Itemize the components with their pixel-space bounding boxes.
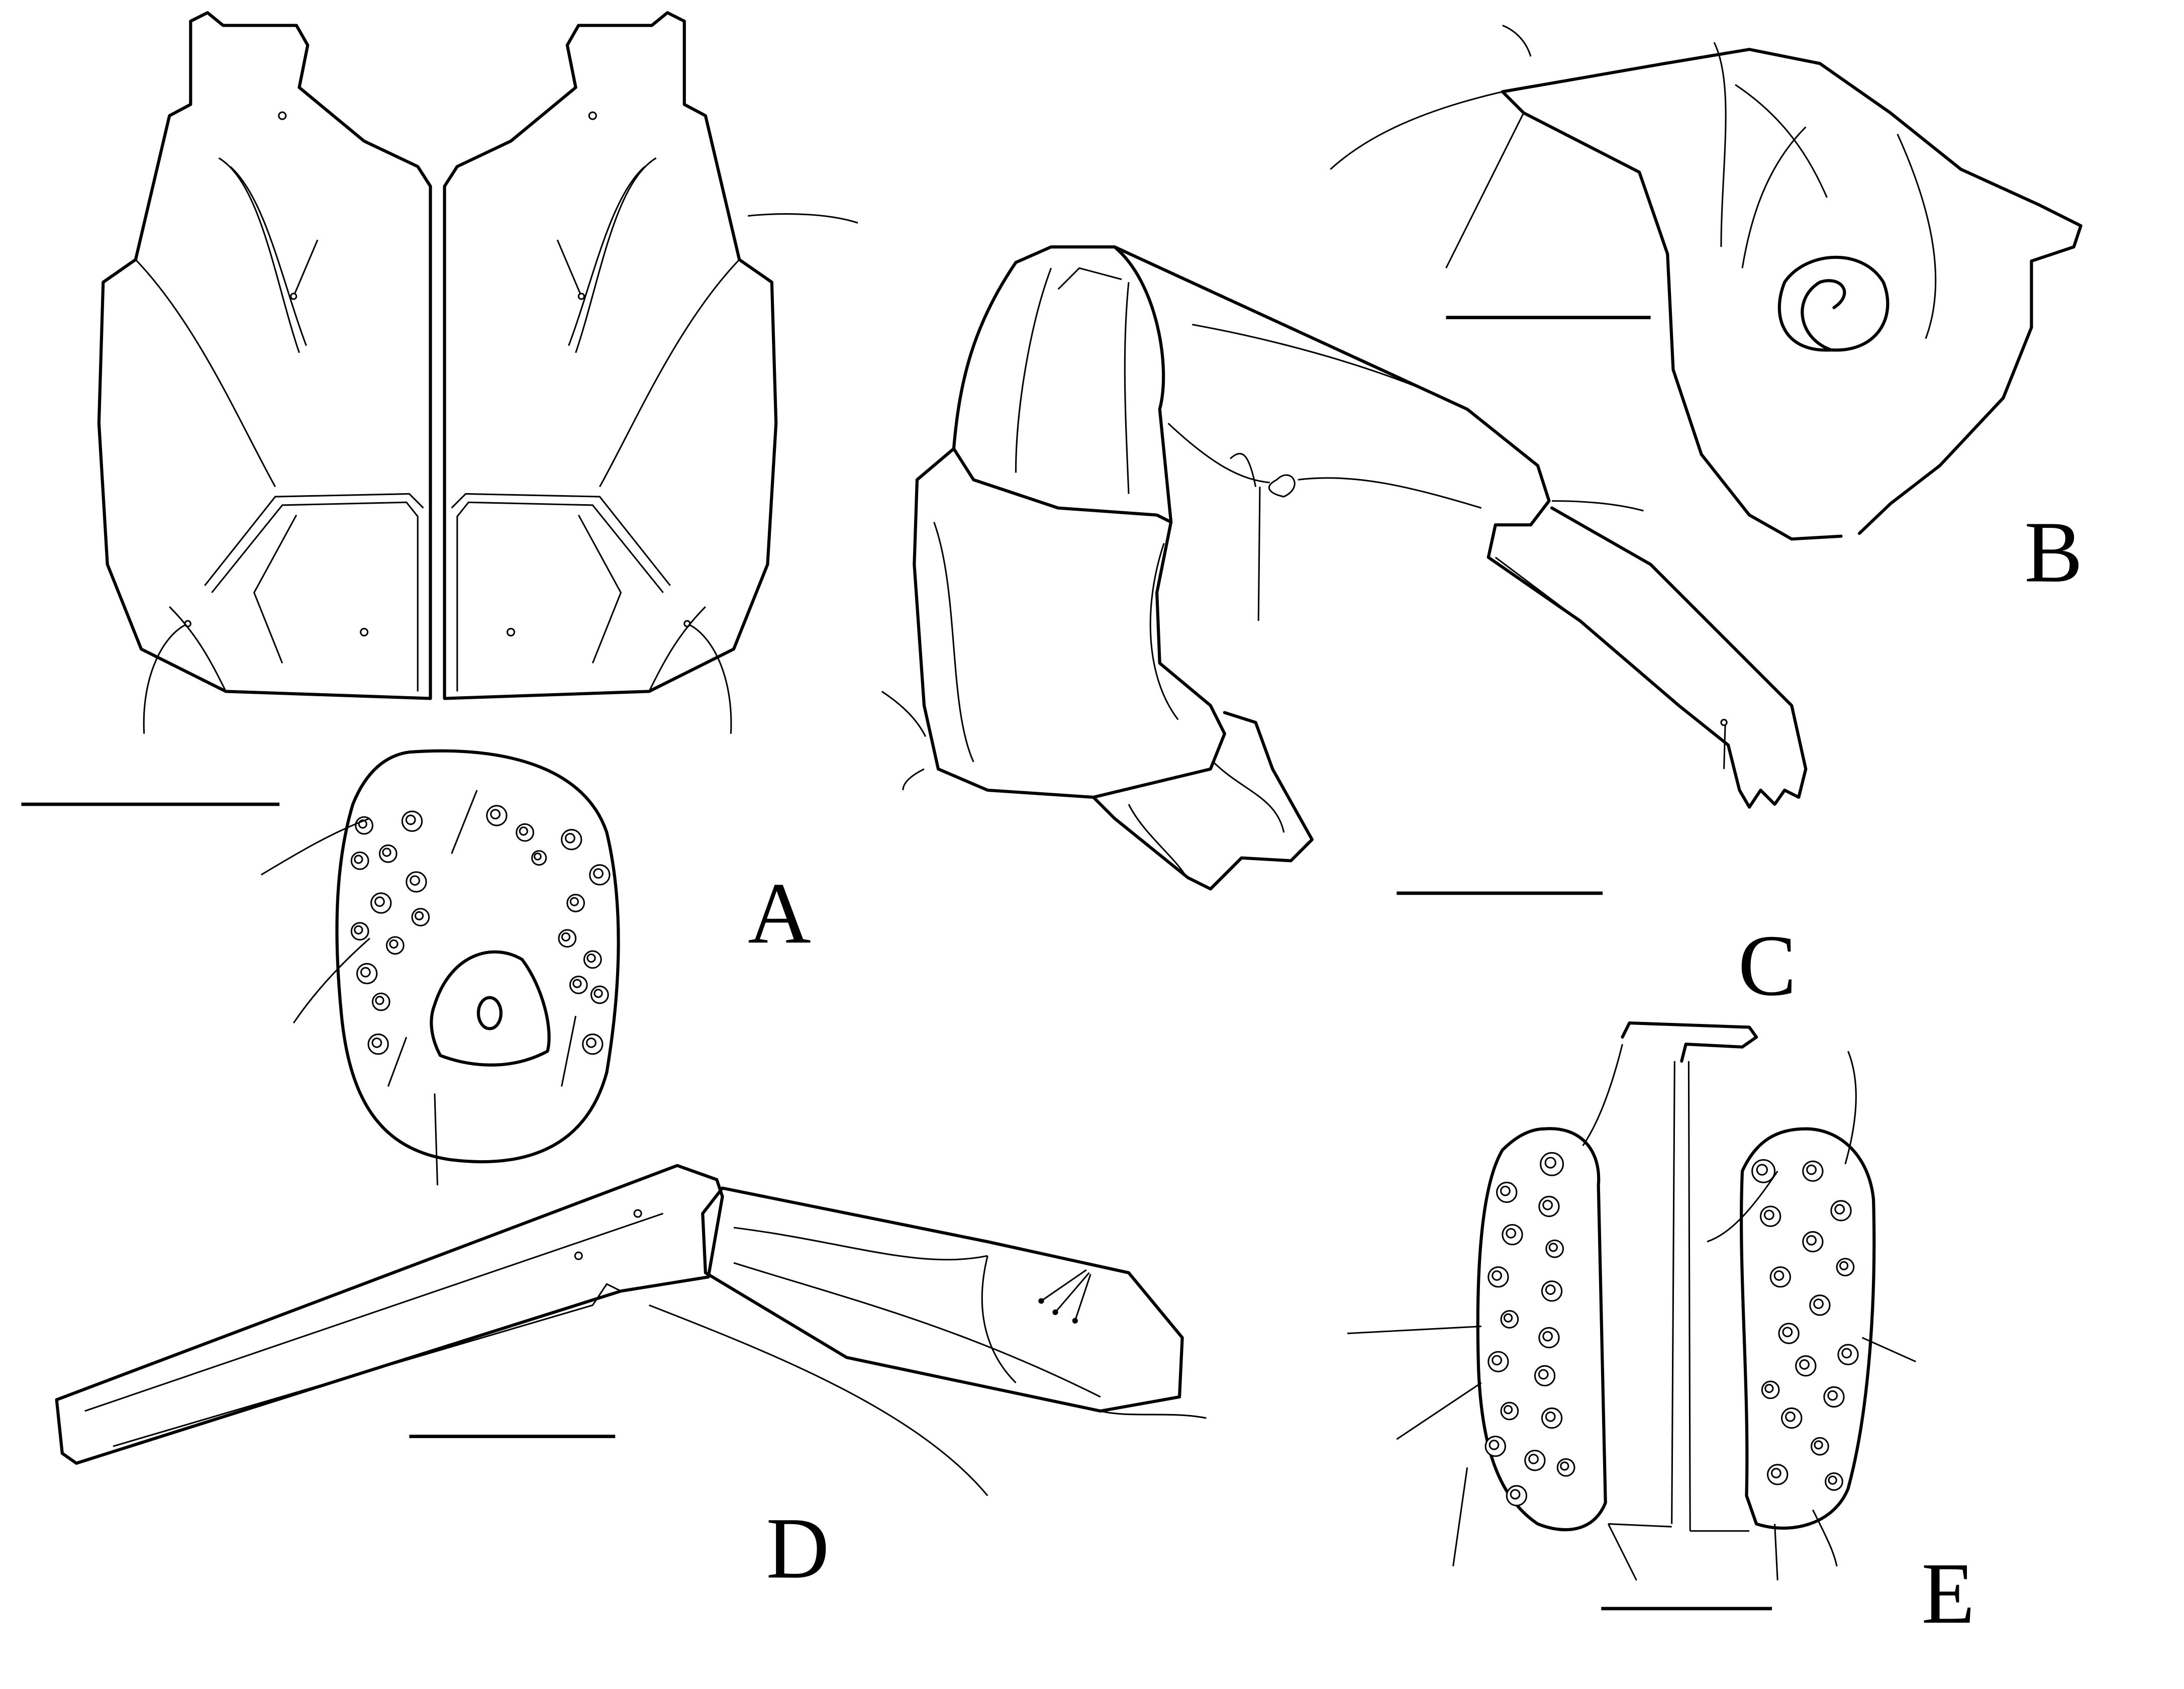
panel-label-e: E	[1922, 1545, 1975, 1642]
panel-b-structure	[1330, 25, 2082, 541]
panel-label-a: A	[748, 865, 811, 962]
panel-label-c: C	[1738, 917, 1797, 1014]
panel-e-plates	[1347, 1021, 1916, 1581]
scale-bars	[21, 316, 1772, 1611]
panel-label-b: B	[2024, 503, 2082, 600]
pore-pits-a	[350, 805, 611, 1055]
panel-a-ventral-plate	[260, 749, 620, 1185]
pore-pits-e	[1484, 1152, 1859, 1507]
panel-d-segments	[55, 1164, 1207, 1496]
panel-c-leg	[881, 245, 1808, 891]
plate-left-half	[97, 11, 432, 734]
panel-a-dorsal-plates	[97, 11, 858, 734]
panel-label-d: D	[766, 1499, 830, 1597]
